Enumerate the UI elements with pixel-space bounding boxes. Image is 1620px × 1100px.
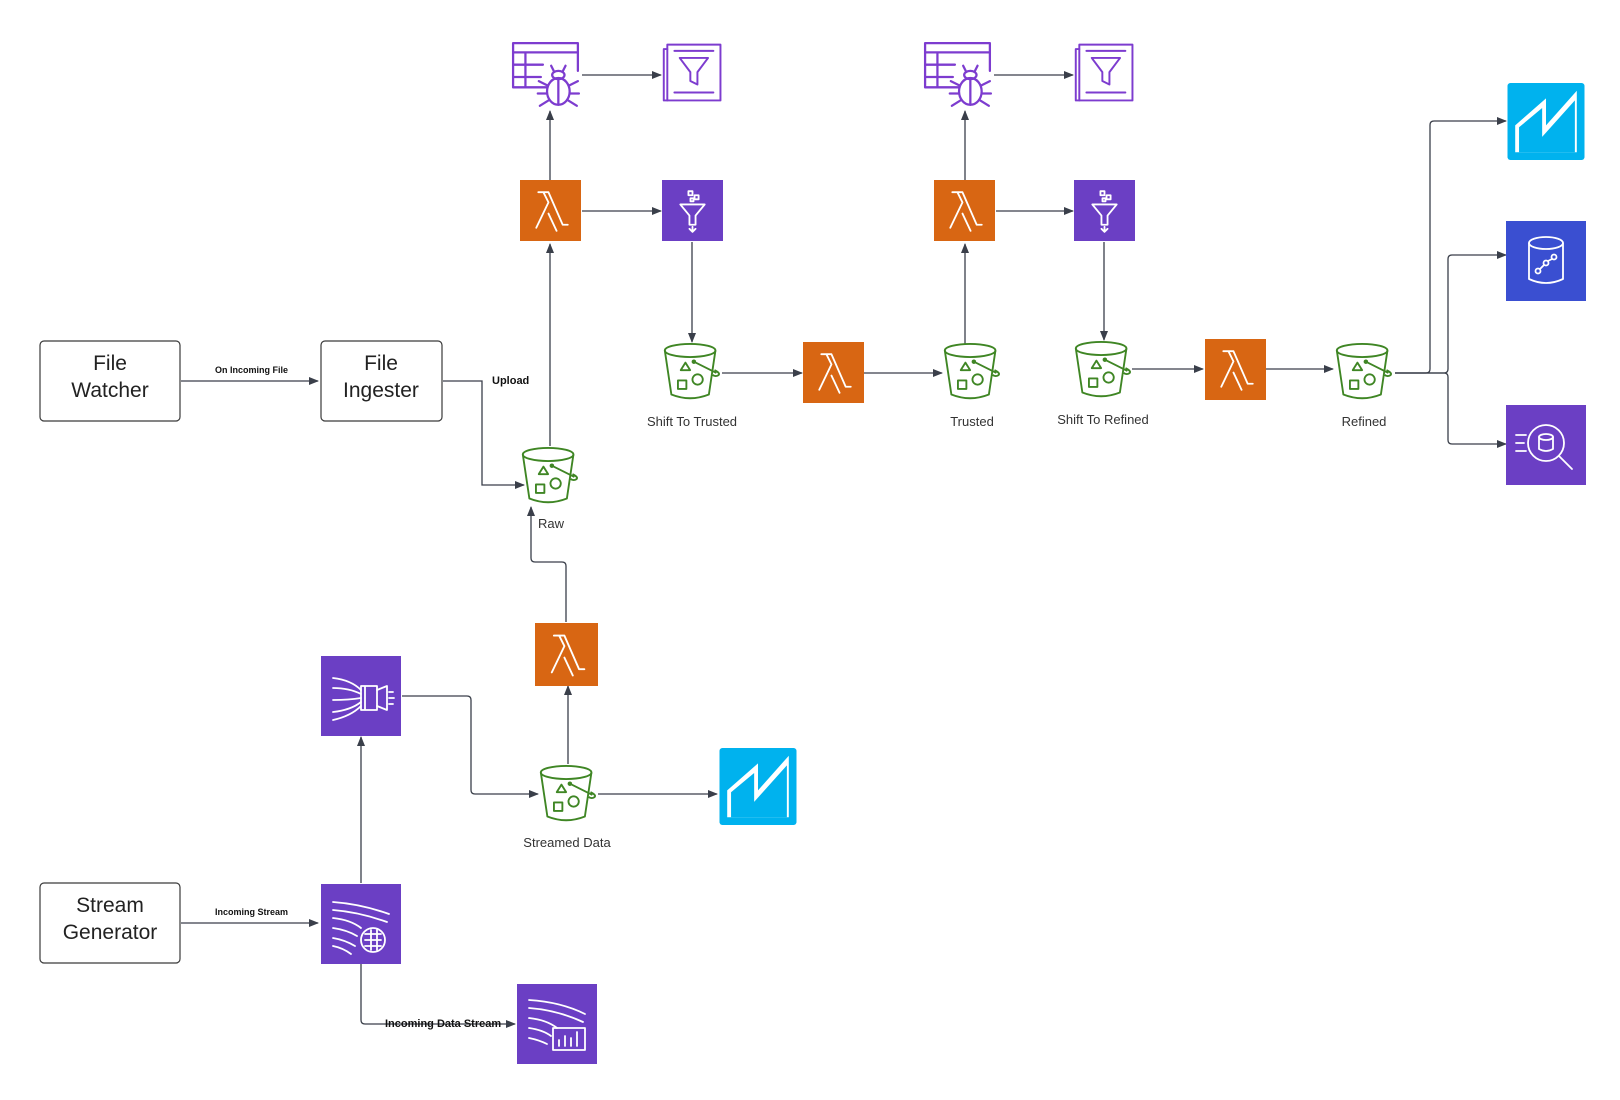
label-incoming-stream: Incoming Stream [215,907,288,917]
file-watcher-line1: File [93,352,127,375]
edge-lambda5-to-raw [527,506,567,622]
lambda-icon[interactable] [520,180,581,241]
redshift-icon[interactable] [1506,221,1586,301]
glue-databrew-icon[interactable] [1074,180,1135,241]
s3-bucket-icon[interactable] [539,764,597,822]
s3-bucket-icon[interactable] [1335,342,1393,400]
data-catalog-icon[interactable] [662,43,722,102]
file-watcher-box[interactable]: File Watcher [39,340,181,422]
edge-refined-to-athena [1395,372,1507,448]
caption-trusted: Trusted [950,414,994,429]
kinesis-data-streams-icon[interactable] [321,884,401,964]
s3-bucket-icon[interactable] [1074,340,1132,398]
caption-refined: Refined [1342,414,1387,429]
edge-refined-to-snowflake [1395,117,1507,374]
kinesis-data-analytics-icon[interactable] [517,984,597,1064]
lambda-icon[interactable] [535,623,598,686]
file-ingester-line2: Ingester [343,379,419,402]
file-watcher-line2: Watcher [71,379,148,402]
file-ingester-line1: File [364,352,398,375]
lambda-icon[interactable] [803,342,864,403]
caption-raw: Raw [538,516,565,531]
data-catalog-icon[interactable] [1074,43,1134,102]
edge-refined-to-redshift [1395,251,1507,374]
stream-generator-box[interactable]: Stream Generator [39,882,181,964]
label-on-incoming-file: On Incoming File [215,365,288,375]
stream-generator-line2: Generator [63,921,158,944]
glue-crawler-icon[interactable] [511,41,581,107]
s3-bucket-icon[interactable] [663,342,721,400]
lambda-icon[interactable] [934,180,995,241]
edge-ingester-to-raw [443,380,525,489]
caption-shift-to-refined: Shift To Refined [1057,412,1149,427]
athena-icon[interactable] [1506,405,1586,485]
kinesis-firehose-icon[interactable] [321,656,401,736]
edge-kstream-to-analytics [360,964,516,1028]
file-ingester-box[interactable]: File Ingester [320,340,443,422]
label-incoming-data-stream: Incoming Data Stream [385,1018,501,1030]
s3-bucket-icon[interactable] [943,342,1001,400]
snowflake-icon[interactable] [1507,83,1585,160]
s3-bucket-icon[interactable] [521,446,579,504]
lambda-icon[interactable] [1205,339,1266,400]
snowflake-icon[interactable] [719,748,797,825]
caption-shift-to-trusted: Shift To Trusted [647,414,737,429]
caption-streamed-data: Streamed Data [523,835,611,850]
label-upload: Upload [492,375,529,387]
stream-generator-line1: Stream [76,894,144,917]
glue-databrew-icon[interactable] [662,180,723,241]
glue-crawler-icon[interactable] [923,41,993,107]
connectors [181,71,1507,1028]
edge-firehose-to-streamed [402,695,539,798]
